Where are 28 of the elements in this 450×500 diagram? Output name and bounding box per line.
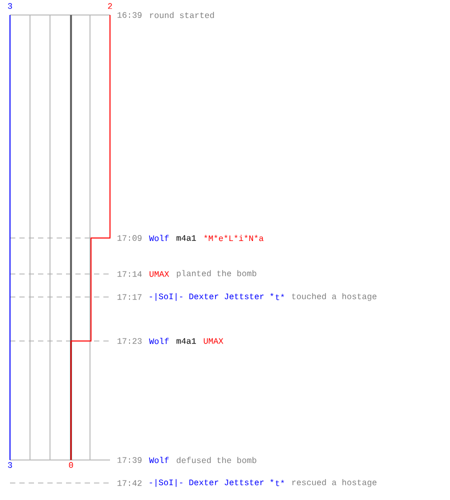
player-name: rescued a hostage — [292, 479, 376, 487]
player-name: 17:17 — [118, 294, 142, 300]
score-number: 3 — [8, 462, 12, 468]
player-name: Wolf — [149, 234, 169, 242]
player-name: *M*e*L*i*N*a — [204, 234, 264, 242]
score-number: 2 — [108, 3, 112, 9]
player-name: 17:39 — [118, 457, 142, 463]
player-name: defused the bomb — [176, 456, 256, 464]
player-name: t* — [276, 480, 284, 486]
player-name: 17:09 — [118, 235, 142, 241]
player-name: 17:23 — [118, 338, 142, 344]
player-name: m4a1 — [176, 235, 196, 241]
player-name: -|SoI|- Dexter Jettster * — [150, 479, 274, 487]
score-number: 0 — [68, 462, 74, 468]
player-name: round started — [150, 12, 214, 18]
score-number: 3 — [8, 3, 12, 9]
player-name: Wolf — [149, 456, 169, 464]
player-name: UMAX — [204, 338, 224, 344]
player-name: UMAX — [150, 271, 170, 277]
player-name: t* — [276, 294, 284, 300]
player-name: 16:39 — [118, 12, 142, 18]
player-name: 17:42 — [118, 480, 142, 486]
player-name: touched a hostage — [292, 293, 376, 301]
player-name: planted the bomb — [176, 270, 256, 278]
player-name: 17:14 — [118, 271, 142, 277]
player-name: m4a1 — [176, 338, 196, 344]
player-name: -|SoI|- Dexter Jettster * — [150, 293, 274, 301]
player-name: Wolf — [149, 338, 169, 344]
